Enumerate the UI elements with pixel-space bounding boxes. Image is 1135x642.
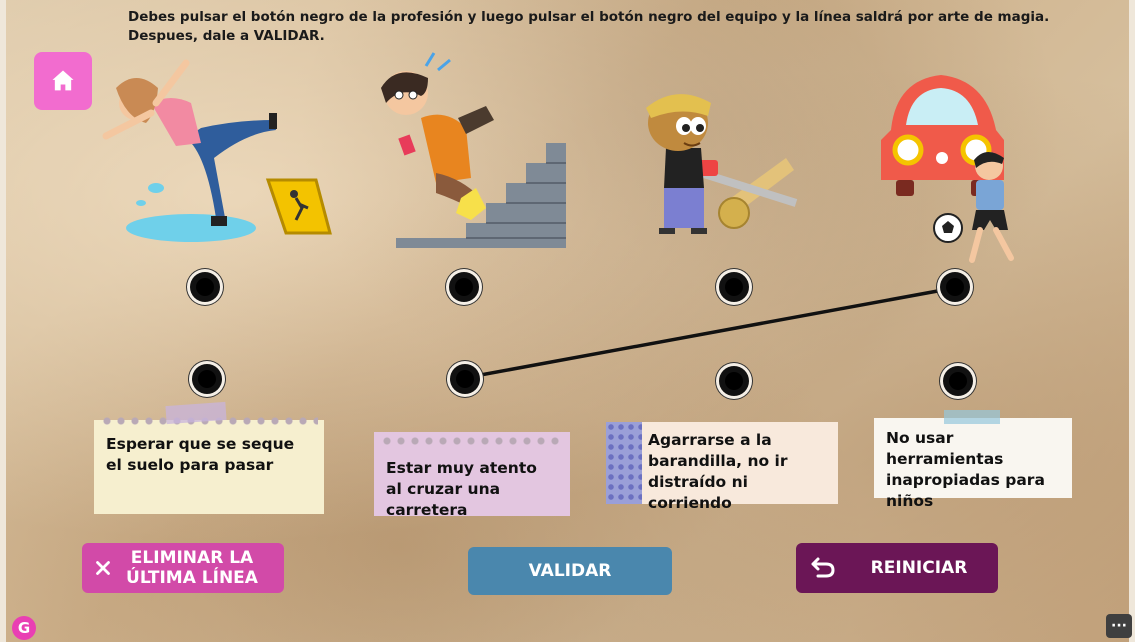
g-logo-letter: G [17, 619, 31, 637]
note-dotted-strip [606, 422, 642, 504]
note-text-3: Agarrarse a la barandilla, no ir distraí… [648, 431, 788, 512]
validate-button[interactable]: VALIDAR [468, 547, 672, 595]
bottom-dot-3[interactable] [719, 366, 749, 396]
note-card-1: Esperar que se seque el suelo para pasar [94, 401, 324, 514]
close-icon [96, 561, 110, 575]
g-logo-icon[interactable]: G [12, 616, 36, 640]
more-options-icon: ··· [1111, 618, 1127, 634]
bottom-dot-1[interactable] [192, 364, 222, 394]
note-card-4: No usar herramientas inapropiadas para n… [874, 410, 1072, 510]
validate-label: VALIDAR [528, 561, 612, 581]
picture-child-playing-near-car [881, 75, 1014, 263]
home-icon [52, 70, 74, 91]
note-text-4: No usar herramientas inapropiadas para n… [886, 429, 1045, 510]
bottom-dot-2[interactable] [450, 364, 480, 394]
instructions: Debes pulsar el botón negro de la profes… [128, 8, 1088, 46]
home-button[interactable] [34, 52, 92, 110]
connection-line [463, 286, 955, 380]
restart-button[interactable]: REINICIAR [796, 543, 998, 593]
top-dot-4[interactable] [940, 272, 970, 302]
undo-arrow-icon [811, 557, 835, 578]
top-dot-1[interactable] [190, 272, 220, 302]
note-spiral [380, 434, 564, 448]
restart-label: REINICIAR [870, 558, 968, 578]
note-card-2: Estar muy atento al cruzar una carretera [374, 432, 570, 519]
more-options-button[interactable]: ··· [1106, 614, 1132, 638]
instructions-line-2: Despues, dale a VALIDAR. [128, 28, 325, 44]
top-dot-3[interactable] [719, 272, 749, 302]
delete-last-line-label: ELIMINAR LA ÚLTIMA LÍNEA [126, 548, 258, 588]
note-text-1: Esperar que se seque el suelo para pasar [106, 435, 295, 474]
note-tape [944, 410, 1000, 424]
connection-line-layer [463, 286, 955, 380]
picture-falling-on-stairs [381, 52, 566, 248]
top-dot-2[interactable] [449, 272, 479, 302]
delete-last-line-button[interactable]: ELIMINAR LA ÚLTIMA LÍNEA [82, 543, 284, 593]
note-text-2: Estar muy atento al cruzar una carretera [386, 459, 537, 519]
note-card-3: Agarrarse a la barandilla, no ir distraí… [606, 422, 838, 512]
picture-child-with-saw [646, 94, 798, 234]
picture-slipping-on-wet-floor [102, 59, 332, 242]
bottom-dot-4[interactable] [943, 366, 973, 396]
instructions-line-1: Debes pulsar el botón negro de la profes… [128, 9, 1050, 25]
